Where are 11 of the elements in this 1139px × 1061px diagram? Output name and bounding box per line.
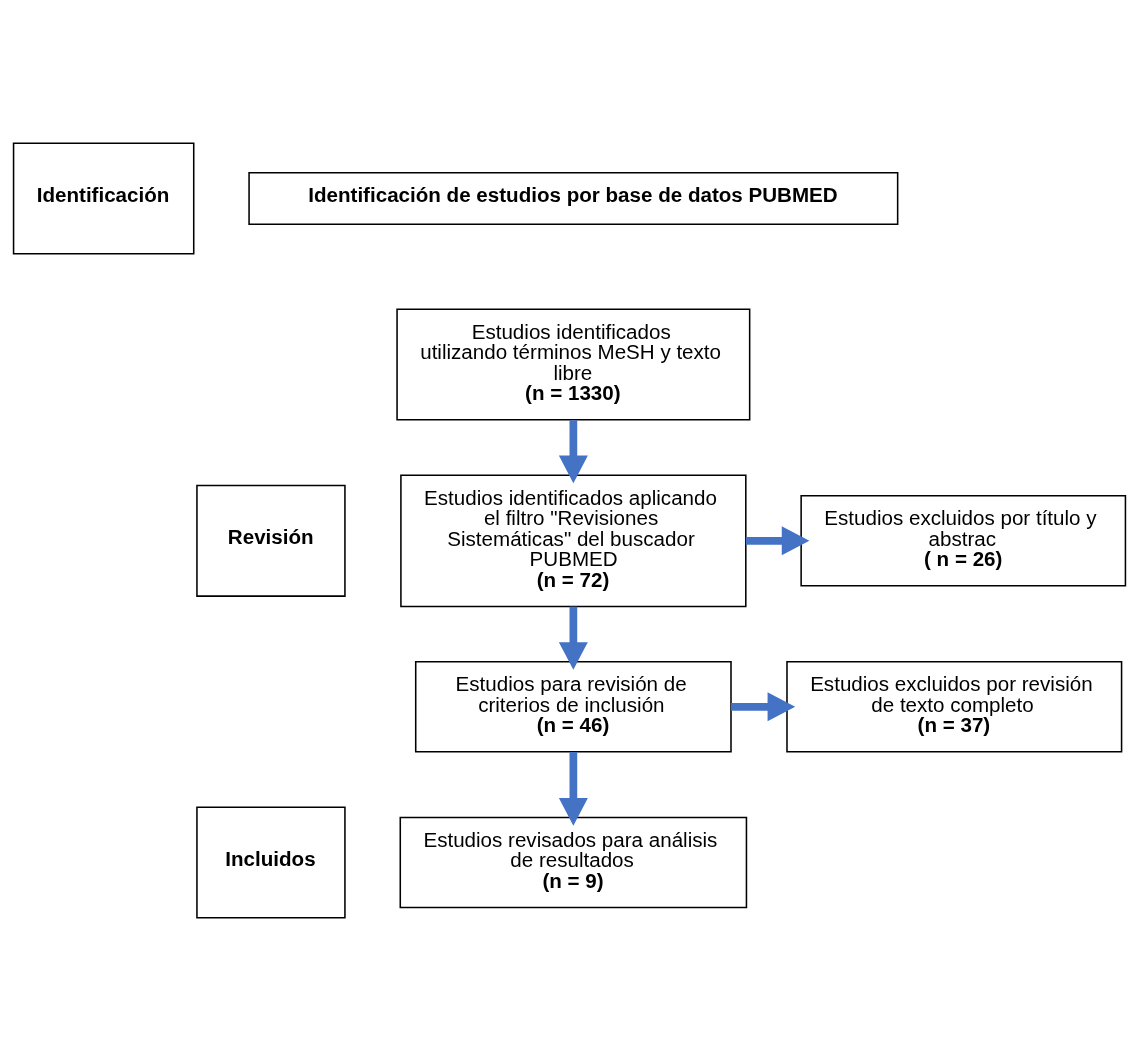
node-box: Incluidos	[196, 806, 346, 919]
node-box: Estudios revisados para análisis de resultados (n = 9)	[399, 816, 748, 909]
node-box: Identificación de estudios por base de datos PUBMED	[248, 172, 899, 225]
node-box: Estudios identificados aplicando el filtro "Revisiones Sistemáticas" del buscador PUBMED (n = 72)	[400, 474, 747, 608]
node-box: Revisión	[196, 484, 346, 597]
node-box: Estudios para revisión de criterios de inclusión (n = 46)	[414, 661, 732, 753]
node-box: Identificación	[12, 142, 195, 255]
arrow	[558, 751, 588, 826]
node-box: Estudios excluidos por título y abstrac ( n = 26)	[800, 495, 1127, 587]
node-box: Estudios identificados utilizando términos MeSH y texto libre (n = 1330)	[396, 308, 751, 421]
node-box: Estudios excluidos por revisión de texto completo (n = 37)	[786, 661, 1123, 753]
